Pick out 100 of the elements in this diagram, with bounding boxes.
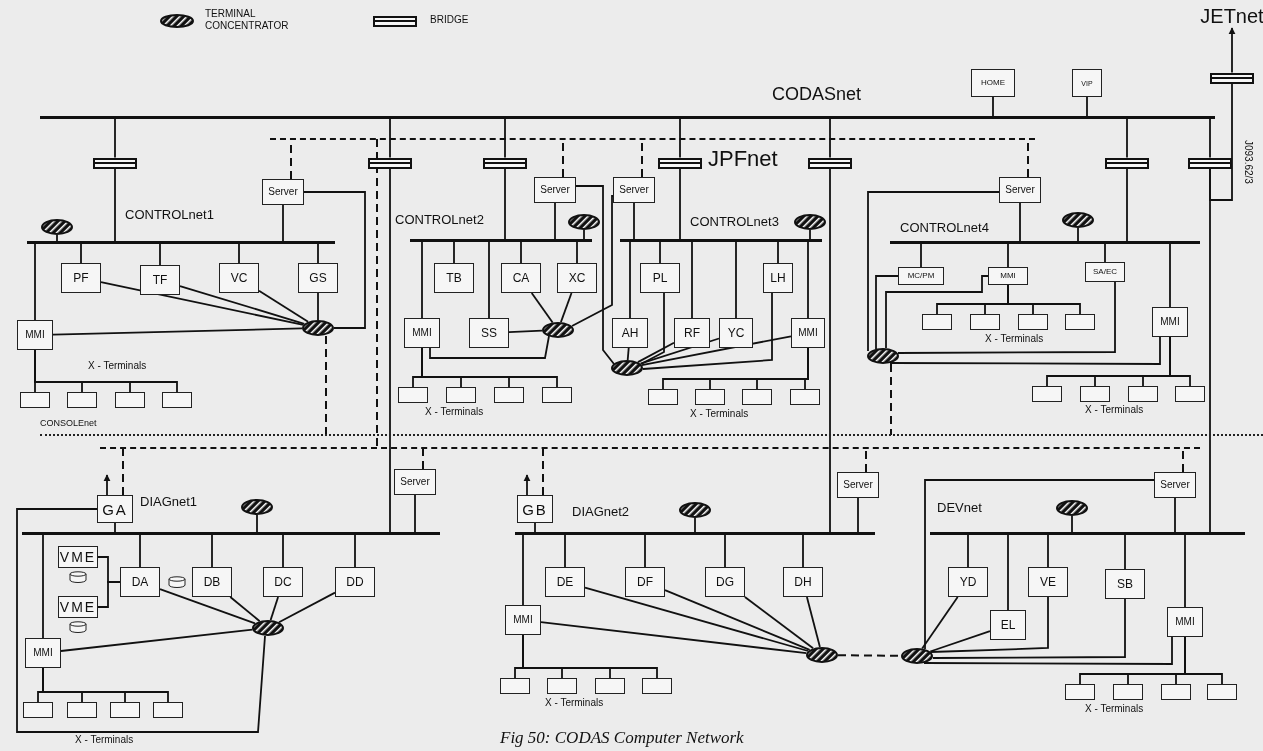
bridge-symbol xyxy=(808,157,852,169)
connector xyxy=(508,329,543,333)
connector xyxy=(34,349,178,393)
connector xyxy=(159,241,161,266)
connector xyxy=(921,596,959,650)
device-box: VME xyxy=(58,546,98,568)
bridge-symbol xyxy=(368,157,412,169)
connector xyxy=(829,167,831,534)
device-box: MMI xyxy=(404,318,440,348)
connector xyxy=(564,532,566,568)
connector xyxy=(282,532,284,568)
terminal-box xyxy=(446,387,476,403)
device-box: DG xyxy=(705,567,745,597)
dashed-connector xyxy=(890,363,892,436)
connector xyxy=(211,532,213,568)
terminal-box xyxy=(115,392,145,408)
connector xyxy=(1047,532,1049,568)
connector xyxy=(857,497,859,534)
connector xyxy=(504,116,506,159)
connector xyxy=(639,337,720,365)
caption: Fig 50: CODAS Computer Network xyxy=(500,728,744,749)
terminal-box xyxy=(500,678,530,694)
connector xyxy=(354,532,356,568)
connector xyxy=(642,292,773,370)
device-box: VC xyxy=(219,263,259,293)
connector xyxy=(1184,532,1186,608)
connector xyxy=(679,116,681,159)
connector xyxy=(735,239,737,319)
terminal-concentrator xyxy=(611,360,643,376)
connector xyxy=(1007,532,1009,611)
device-box: XC xyxy=(557,263,597,293)
connector xyxy=(488,239,490,319)
bridge-symbol xyxy=(483,157,527,169)
connector xyxy=(60,628,254,652)
connector xyxy=(520,239,522,264)
device-box: Server xyxy=(262,179,304,205)
terminal-concentrator xyxy=(542,322,574,338)
connector xyxy=(637,341,675,363)
connector xyxy=(1126,167,1128,243)
connector xyxy=(34,241,36,321)
group-label: X - Terminals xyxy=(1085,703,1144,715)
connector xyxy=(829,116,831,159)
device-box: Server xyxy=(613,177,655,203)
connector xyxy=(258,289,309,323)
terminal-concentrator xyxy=(901,648,933,664)
connector xyxy=(659,239,661,264)
connector xyxy=(1071,515,1073,534)
device-box: DH xyxy=(783,567,823,597)
connector xyxy=(644,532,646,568)
network-label: JPFnet xyxy=(708,146,778,173)
connector xyxy=(929,630,991,653)
connector xyxy=(920,241,922,268)
terminal-box xyxy=(23,702,53,718)
connector xyxy=(42,667,169,703)
network-label: CONTROLnet1 xyxy=(125,207,214,223)
connector xyxy=(724,532,726,568)
group-label: X - Terminals xyxy=(75,734,134,746)
bridge-symbol xyxy=(93,157,137,169)
arrow xyxy=(103,474,111,496)
group-label: X - Terminals xyxy=(425,406,484,418)
device-box: Server xyxy=(534,177,576,203)
connector xyxy=(414,494,416,534)
device-box: SA/EC xyxy=(1085,262,1125,282)
terminal-concentrator xyxy=(867,348,899,364)
device-box: DF xyxy=(625,567,665,597)
connector xyxy=(923,636,1173,665)
connector xyxy=(522,634,658,679)
terminal-concentrator xyxy=(302,320,334,336)
device-box: MMI xyxy=(988,267,1028,285)
terminal-box xyxy=(67,392,97,408)
terminal-box xyxy=(20,392,50,408)
device-box: Server xyxy=(999,177,1041,203)
terminal-box xyxy=(1207,684,1237,700)
terminal-box xyxy=(110,702,140,718)
connector xyxy=(679,167,681,241)
connector xyxy=(530,292,554,324)
connector xyxy=(1007,284,1081,315)
device-box: VE xyxy=(1028,567,1068,597)
device-box: LH xyxy=(763,263,793,293)
terminal-concentrator xyxy=(252,620,284,636)
connector xyxy=(1184,636,1223,685)
terminal-box xyxy=(1032,386,1062,402)
device-box: MC/PM xyxy=(898,267,944,285)
connector xyxy=(421,347,558,388)
terminal-box xyxy=(1175,386,1205,402)
connector xyxy=(930,596,1049,653)
connector xyxy=(1169,241,1171,308)
connector xyxy=(806,596,821,648)
terminal-box xyxy=(1113,684,1143,700)
connector xyxy=(932,598,1126,659)
terminal-box xyxy=(162,392,192,408)
terminal-box xyxy=(1128,386,1158,402)
connector xyxy=(278,591,336,624)
group-label: X - Terminals xyxy=(985,333,1044,345)
device-box: VME xyxy=(58,596,98,618)
device-box: AH xyxy=(612,318,648,348)
connector xyxy=(534,522,536,534)
connector xyxy=(640,292,665,365)
connector xyxy=(238,241,240,264)
terminal-box xyxy=(1080,386,1110,402)
